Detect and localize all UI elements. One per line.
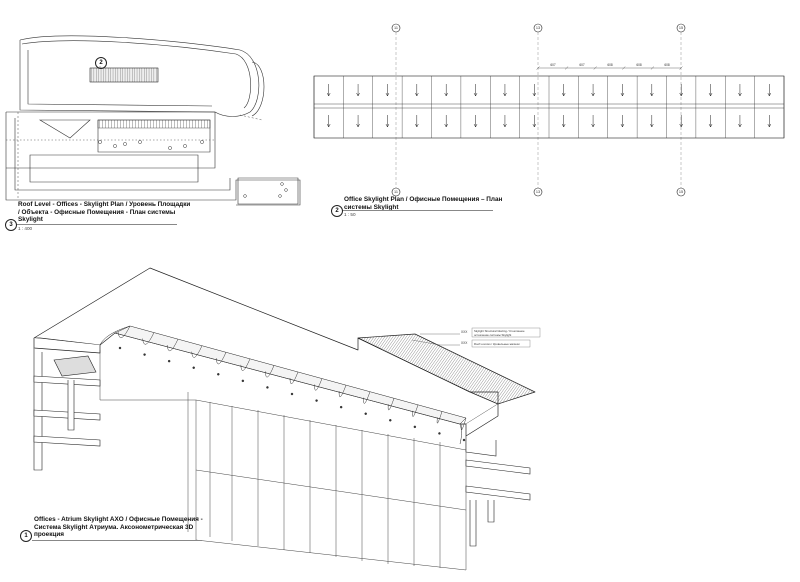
axo-callout-text: Roof Louvres / Кровельные жалюзи (474, 342, 520, 346)
view-3-rule (17, 224, 177, 225)
skylight-panel-arrow (415, 84, 419, 97)
skylight-panel-arrow (356, 84, 360, 97)
vault-rib (412, 404, 419, 417)
skylight-panel-arrow (532, 84, 537, 97)
skylight-panel-arrow (503, 115, 507, 128)
view-2-scale: 1 : 50 (344, 212, 356, 217)
grid-label-top: 13 (535, 26, 541, 30)
skylight-panel-arrow (503, 84, 507, 97)
axo-callout-code: XXX (461, 330, 468, 334)
bay-dimension-label: 607 (550, 63, 556, 67)
skylight-panel-arrow (679, 84, 683, 97)
bay-dimension-label: 607 (579, 63, 585, 67)
skylight-panel-arrow (532, 115, 537, 128)
skylight-panel-arrow (473, 84, 478, 97)
view-3-scale: 1 : 400 (18, 226, 33, 231)
vault-rib (117, 325, 131, 338)
grid-label-bottom: 15 (678, 190, 684, 194)
skylight-panel-arrow (473, 115, 478, 128)
vault-rib (363, 391, 371, 404)
skylight-panel-arrow (767, 84, 772, 97)
skylight-panel-arrow (444, 84, 448, 97)
view-1-title: Offices - Atrium Skylight AXO / Офисные … (34, 516, 203, 539)
skylight-panel-arrow (591, 84, 595, 97)
skylight-panel-arrow (444, 115, 448, 128)
skylight-panel-arrow (708, 115, 713, 128)
skylight-panel-arrow (620, 84, 625, 97)
skylight-panel-arrow (738, 115, 742, 128)
view-2-title: Office Skylight Plan / Офисные Помещения… (344, 196, 503, 211)
skylight-panel-arrow (620, 115, 625, 128)
axo-callout-text: Skylight Structural Glazing / Стеклянное… (474, 330, 525, 337)
bay-dimension-label: 608 (607, 63, 613, 67)
skylight-panel-arrow (708, 84, 713, 97)
vault-rib (216, 352, 227, 365)
vault-rib (166, 339, 179, 352)
bay-dimension-label: 608 (664, 63, 670, 67)
skylight-panel-arrow (385, 115, 390, 128)
view-1-number: 1 (20, 530, 32, 542)
skylight-panel-arrow (561, 115, 566, 128)
view-3-title: Roof Level - Offices - Skylight Plan / У… (18, 201, 191, 224)
skylight-panel-arrow (356, 115, 360, 128)
vault-rib (387, 398, 395, 411)
skylight-panel-arrow (326, 84, 331, 97)
skylight-panel-arrow (738, 84, 742, 97)
vault-rib (461, 417, 467, 430)
vault-rib (436, 411, 443, 424)
grid-label-top: 11 (394, 26, 398, 30)
skylight-panel-arrow (650, 84, 654, 97)
view-3-number: 3 (5, 219, 17, 231)
grid-label-top: 15 (678, 26, 684, 30)
vault-rib (314, 378, 323, 391)
vault-rib (142, 332, 155, 345)
vault-rib (338, 385, 347, 398)
bay-dimension-label: 608 (636, 63, 642, 67)
vault-rib (289, 371, 299, 384)
skylight-panel-arrow (679, 115, 683, 128)
vault-rib (191, 345, 203, 358)
axo-callout-code: XXX (461, 341, 468, 345)
vault-rib (265, 365, 275, 378)
grid-label-bottom: 13 (535, 190, 541, 194)
plan-callout-marker: 2 (95, 57, 107, 69)
skylight-panel-arrow (326, 115, 331, 128)
skylight-panel-arrow (385, 84, 390, 97)
skylight-panel-arrow (591, 115, 595, 128)
vault-rib (240, 358, 251, 371)
view-2-rule (343, 210, 493, 211)
skylight-panel-arrow (767, 115, 772, 128)
view-2-number: 2 (331, 205, 343, 217)
grid-label-bottom: 11 (394, 190, 398, 194)
skylight-panel-arrow (561, 84, 566, 97)
view-1-rule (32, 540, 202, 541)
skylight-panel-arrow (415, 115, 419, 128)
skylight-panel-arrow (650, 115, 654, 128)
